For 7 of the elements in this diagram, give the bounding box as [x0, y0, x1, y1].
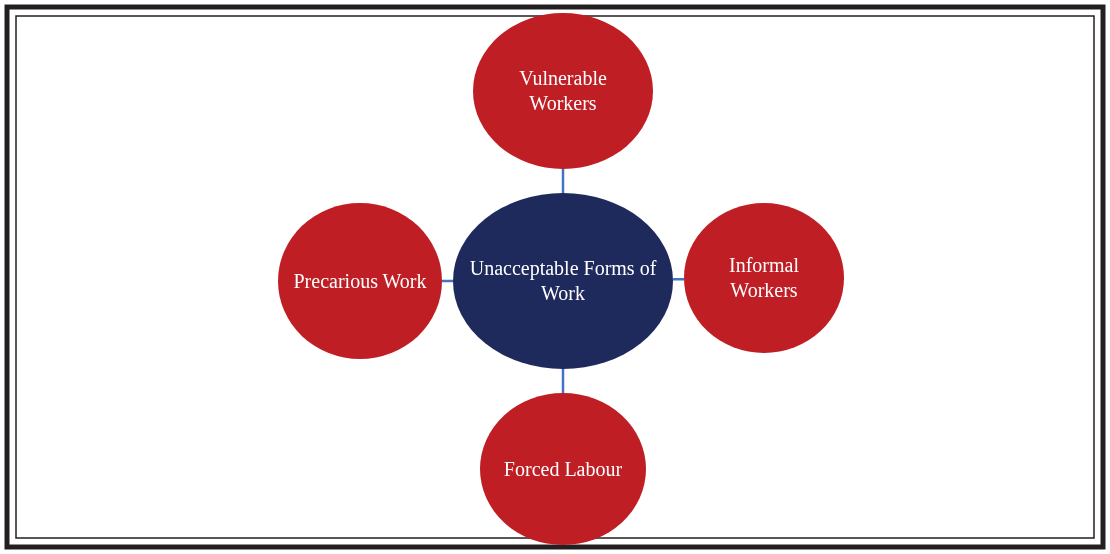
node-label: Unacceptable Forms of Work: [468, 256, 658, 306]
node-label: Informal Workers: [728, 253, 800, 303]
node-label: Forced Labour: [502, 456, 624, 482]
node-label: Vulnerable Workers: [518, 66, 608, 116]
connector-line: [561, 369, 565, 393]
node-label: Precarious Work: [292, 268, 428, 294]
connector-line: [561, 169, 565, 193]
